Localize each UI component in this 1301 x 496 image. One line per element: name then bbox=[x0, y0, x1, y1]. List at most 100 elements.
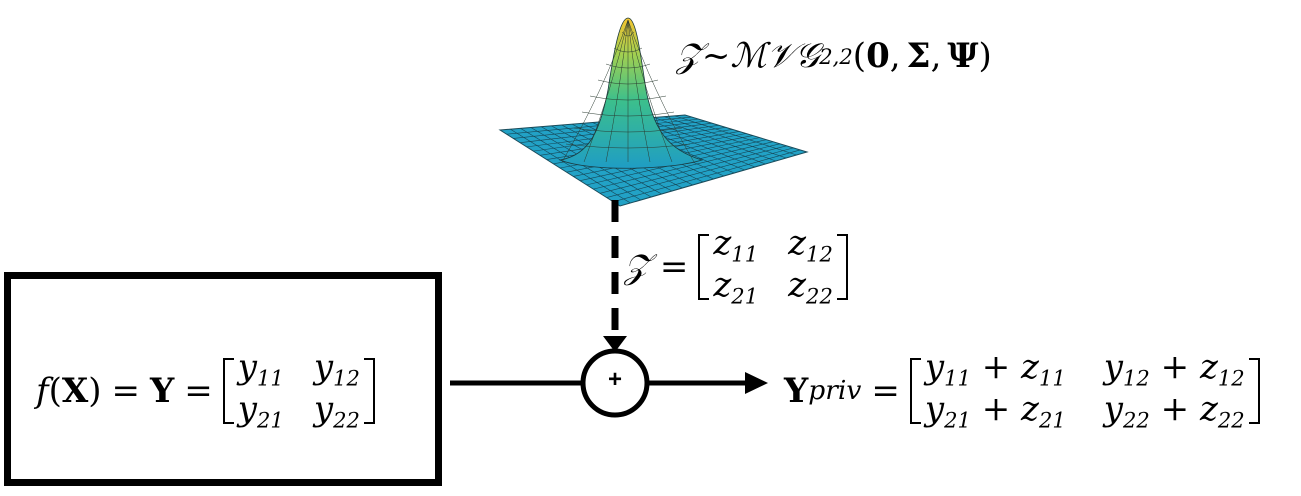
private-matrix-entry: y21 + z21 bbox=[924, 388, 1066, 432]
matrix-index: 11 bbox=[731, 241, 759, 267]
left-bracket bbox=[222, 357, 234, 424]
private-matrix-entry: y12 + z12 bbox=[1103, 347, 1245, 391]
matrix-index: 12 bbox=[1217, 365, 1245, 391]
grid-line bbox=[599, 145, 787, 194]
matrix-symbol: z bbox=[713, 223, 732, 263]
matrix-index: 12 bbox=[333, 365, 360, 391]
output-arrow-head bbox=[745, 372, 768, 394]
matrix-index: 11 bbox=[1038, 365, 1066, 391]
close-paren: ) bbox=[978, 36, 992, 76]
matrix-index: 22 bbox=[1123, 406, 1150, 432]
noise-matrix-entry: z12 bbox=[788, 223, 833, 267]
right-bracket bbox=[1248, 357, 1260, 424]
grid-line bbox=[674, 115, 797, 156]
matrix-symbol: z bbox=[788, 223, 807, 263]
matrix-index: 22 bbox=[333, 406, 360, 432]
peak-meridian bbox=[605, 19, 629, 163]
distribution-label: 𝒵 ~ ℳ𝒱𝒢 2,2 ( 𝟎 , 𝚺 , 𝚿 ) bbox=[676, 36, 992, 76]
plus-sign: + bbox=[1149, 347, 1200, 387]
input-symbol: 𝐗 bbox=[61, 370, 89, 411]
distribution-dims: 2,2 bbox=[819, 43, 853, 69]
noise-matrix-entry: z11 bbox=[713, 223, 759, 267]
grid-line bbox=[606, 147, 794, 198]
surface-peak bbox=[558, 17, 704, 169]
gaussian-surface-plot bbox=[498, 17, 809, 207]
matrix-index: 21 bbox=[1038, 406, 1066, 432]
peak-meridian bbox=[561, 19, 629, 163]
noise-arrow-head bbox=[603, 336, 627, 352]
open-paren: ( bbox=[48, 370, 62, 411]
matrix-index: 22 bbox=[1217, 406, 1245, 432]
plus-sign: + bbox=[1149, 388, 1200, 429]
noise-matrix-entry: z22 bbox=[788, 264, 833, 308]
matrix-symbol: y bbox=[237, 388, 258, 429]
peak-meridian bbox=[583, 19, 629, 163]
matrix-symbol: y bbox=[924, 347, 945, 387]
equals-sign: = bbox=[659, 246, 689, 287]
sigma-param: 𝚺 bbox=[906, 36, 931, 76]
open-paren: ( bbox=[852, 36, 867, 76]
distribution-name: ℳ𝒱𝒢 bbox=[730, 36, 820, 76]
matrix-symbol: y bbox=[1103, 347, 1124, 387]
tilde-symbol: ~ bbox=[701, 36, 731, 76]
private-output-symbol: 𝐘 bbox=[784, 370, 809, 411]
matrix-symbol: z bbox=[788, 264, 807, 305]
left-bracket bbox=[909, 357, 921, 424]
grid-line bbox=[664, 116, 787, 159]
matrix-symbol: y bbox=[1103, 388, 1124, 429]
matrix-index: 12 bbox=[806, 241, 833, 267]
private-subscript: priv bbox=[808, 375, 862, 406]
matrix-symbol: z bbox=[1199, 388, 1218, 429]
plus-sign: + bbox=[970, 347, 1022, 387]
output-matrix-entry: y22 bbox=[313, 388, 360, 432]
matrix-symbol: z bbox=[1021, 347, 1039, 387]
matrix-symbol: z bbox=[713, 264, 732, 305]
psi-param: 𝚿 bbox=[947, 36, 979, 76]
matrix-index: 12 bbox=[1123, 365, 1150, 391]
peak-meridian bbox=[627, 19, 695, 163]
matrix-index: 21 bbox=[731, 282, 759, 308]
grid-line bbox=[613, 149, 801, 203]
peak-meridian bbox=[627, 19, 673, 163]
peak-meridian bbox=[627, 19, 651, 163]
close-paren: ) bbox=[88, 370, 102, 411]
matrix-symbol: z bbox=[1021, 388, 1039, 429]
private-matrix-entry: y22 + z22 bbox=[1103, 388, 1245, 432]
function-symbol: f bbox=[36, 370, 49, 411]
right-bracket bbox=[836, 233, 848, 300]
plus-sign: + bbox=[970, 388, 1022, 429]
private-matrix-entry: y11 + z11 bbox=[924, 347, 1066, 391]
function-box bbox=[4, 272, 442, 486]
noise-matrix-entry: z21 bbox=[713, 264, 759, 308]
left-bracket bbox=[698, 233, 710, 300]
matrix-index: 11 bbox=[944, 365, 971, 391]
matrix-index: 21 bbox=[944, 406, 971, 432]
matrix-symbol: z bbox=[1199, 347, 1218, 387]
matrix-symbol: y bbox=[313, 388, 334, 429]
comma: , bbox=[889, 36, 901, 76]
matrix-symbol: y bbox=[313, 347, 334, 387]
matrix-index: 21 bbox=[257, 406, 284, 432]
matrix-index: 22 bbox=[806, 282, 833, 308]
noise-symbol: 𝒵 bbox=[624, 246, 650, 287]
right-bracket bbox=[363, 357, 375, 424]
peak-mesh-lines bbox=[561, 19, 695, 163]
output-matrix-entry: y12 bbox=[313, 347, 360, 391]
mean-zero: 𝟎 bbox=[866, 36, 890, 76]
comma: , bbox=[930, 36, 942, 76]
equals-sign: = bbox=[111, 370, 141, 411]
sum-symbol: + bbox=[607, 366, 622, 393]
noise-symbol: 𝒵 bbox=[676, 36, 702, 76]
output-symbol: 𝐘 bbox=[150, 370, 175, 411]
matrix-symbol: y bbox=[924, 388, 945, 429]
matrix-symbol: y bbox=[237, 347, 258, 387]
equals-sign: = bbox=[184, 370, 213, 411]
matrix-index: 11 bbox=[257, 365, 284, 391]
